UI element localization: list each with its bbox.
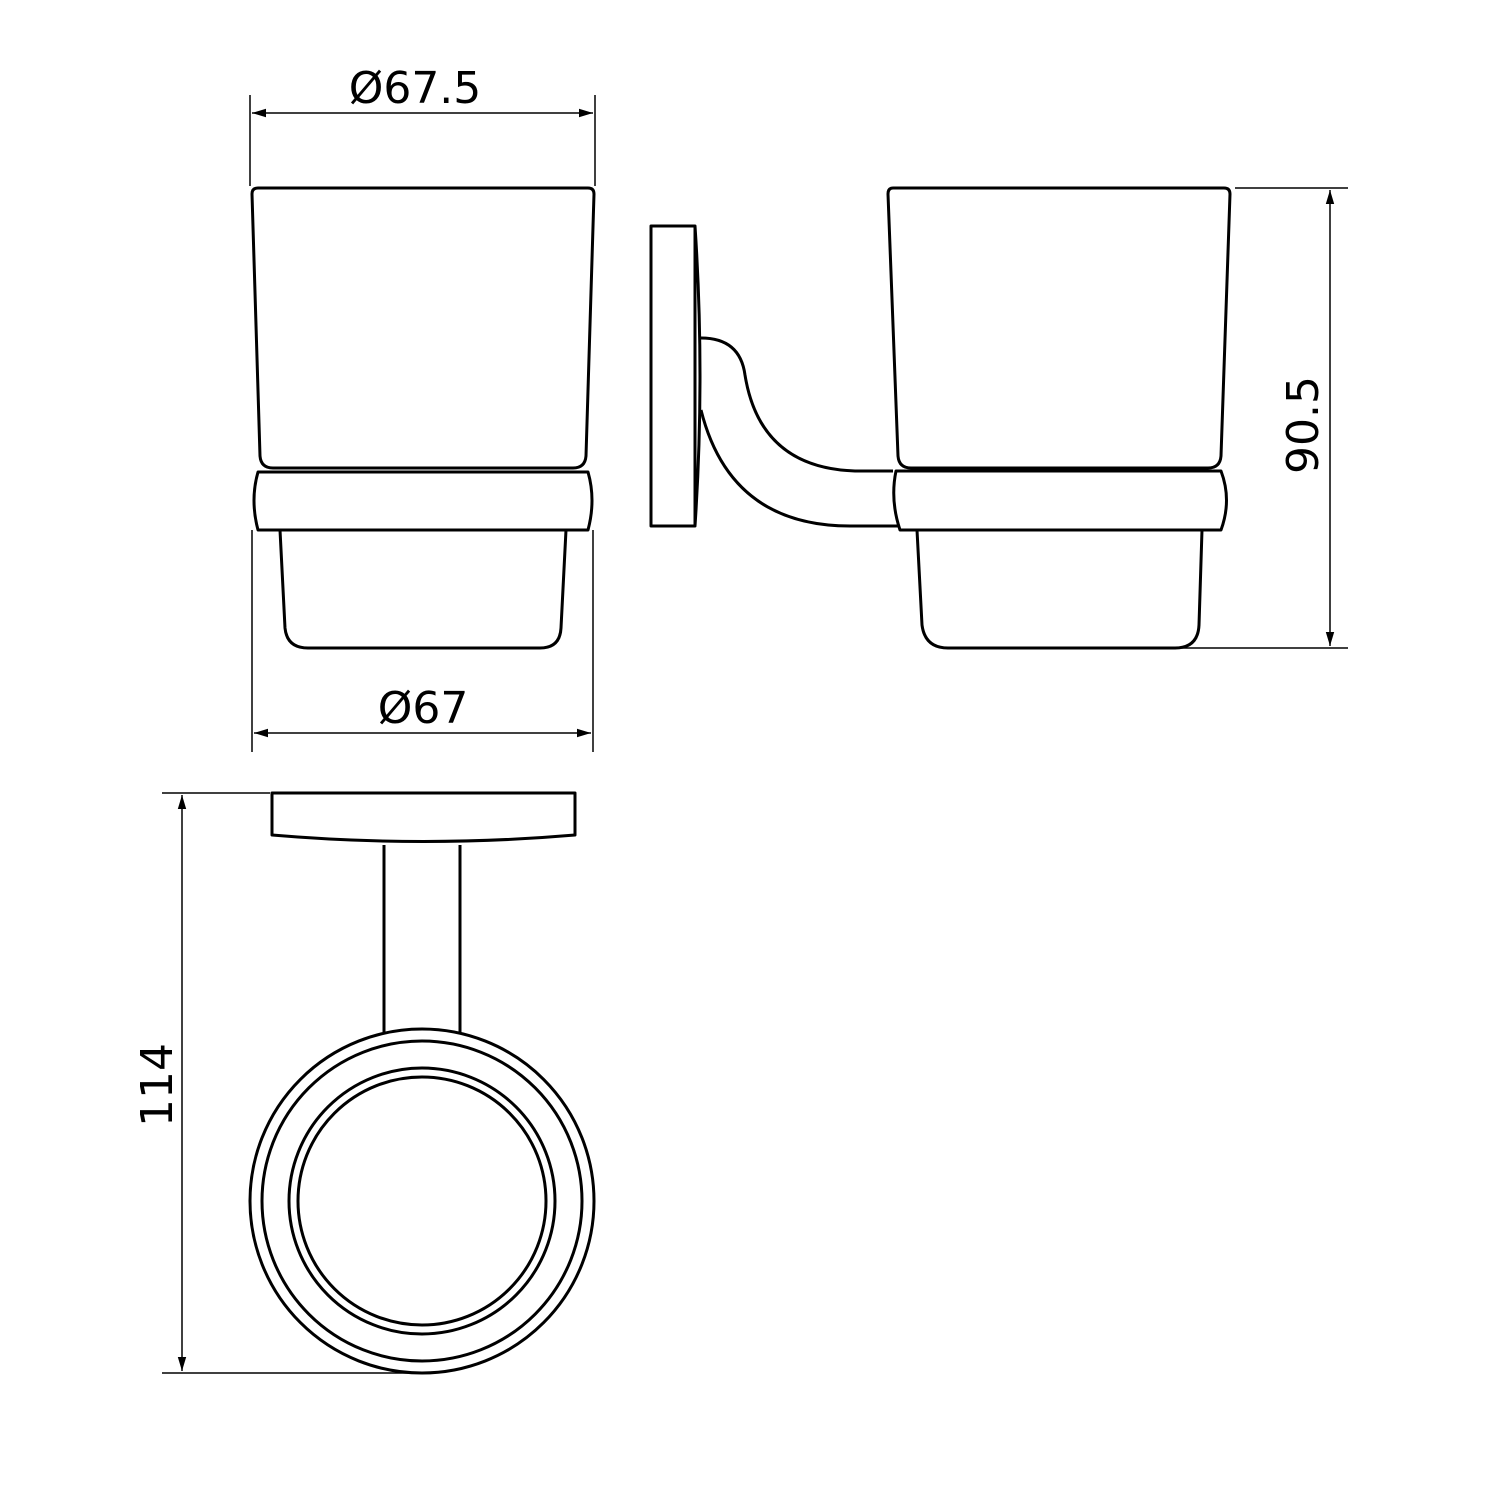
dim-bottom-diameter: Ø67 bbox=[378, 683, 469, 734]
dim-projection: 114 bbox=[132, 1043, 183, 1127]
plan-view bbox=[248, 791, 596, 1375]
side-backplate bbox=[649, 224, 697, 528]
side-glass-lower bbox=[915, 529, 1204, 650]
dim-height: 90.5 bbox=[1278, 376, 1329, 474]
side-arm-top bbox=[700, 336, 893, 473]
front-ring bbox=[252, 470, 594, 532]
front-glass-upper bbox=[250, 186, 596, 470]
front-view bbox=[250, 186, 596, 650]
side-ring bbox=[892, 469, 1228, 532]
side-view bbox=[649, 186, 1232, 650]
side-arm-bottom bbox=[699, 409, 900, 528]
plan-glass-inner bbox=[296, 1075, 548, 1327]
plan-ring-outer bbox=[248, 1027, 596, 1375]
front-glass-lower bbox=[278, 529, 568, 650]
side-glass-upper bbox=[886, 186, 1232, 470]
dim-top-diameter: Ø67.5 bbox=[349, 63, 482, 114]
plan-backplate bbox=[270, 791, 577, 843]
